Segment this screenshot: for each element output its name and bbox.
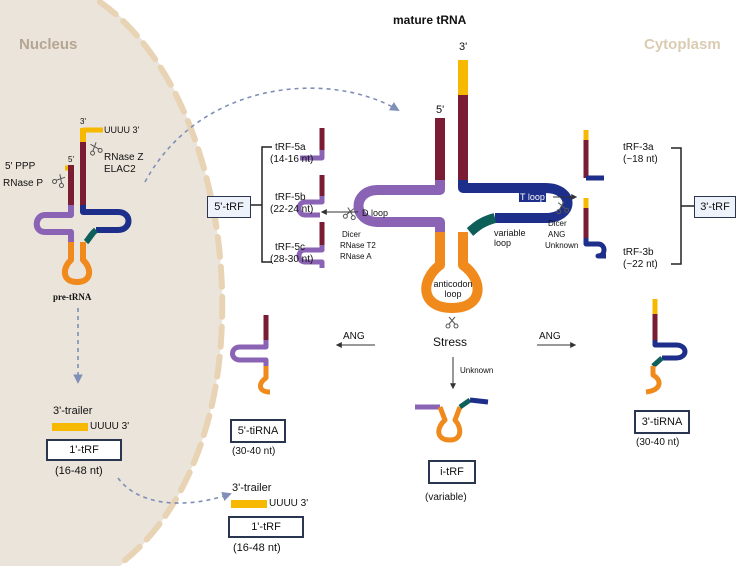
mature-trna-title: mature tRNA: [393, 13, 467, 27]
stress-label: Stress: [433, 335, 468, 349]
trf-5a-fragment: [300, 128, 325, 161]
cyto-trailer-seq: UUUU 3': [269, 498, 309, 509]
tirna5-box: 5'-tiRNA: [230, 419, 286, 443]
three-trf-enzyme-2: ANG: [548, 230, 566, 239]
itrf-length: (variable): [425, 492, 467, 503]
itrf-enzyme: Unknown: [460, 366, 494, 375]
pre-trna-title: pre-tRNA: [53, 292, 92, 302]
scissors-icon-rnase-z: [90, 142, 103, 156]
five-trf-enzyme-3: RNase A: [340, 252, 372, 261]
tirna-5-fragment: [230, 315, 271, 395]
scissors-icon-anticodon: [445, 316, 459, 329]
five-trf-enzyme-1: Dicer: [342, 230, 361, 239]
trailer-bar-cytoplasm: [231, 500, 267, 508]
mature-three-prime: 3': [459, 41, 468, 53]
trailer-bar-nucleus: [52, 423, 88, 431]
rnase-z-label: RNase Z: [104, 152, 144, 163]
pre-trna-five-prime: 5': [68, 155, 74, 164]
itrf-box: i-tRF: [428, 460, 476, 484]
cyto-1trf-length: (16-48 nt): [233, 542, 281, 554]
pre-trna-structure: [33, 127, 132, 285]
cyto-trailer-label: 3'-trailer: [232, 482, 272, 494]
pre-trna-three-prime: 3': [80, 117, 86, 126]
trf-3a-len: (~18 nt): [623, 154, 658, 165]
trf-5b-fragment: [296, 175, 325, 218]
trf-5a-len: (14-16 nt): [270, 154, 314, 165]
trf-5c-name: tRF-5c: [275, 242, 305, 253]
nucleus-label: Nucleus: [19, 36, 78, 53]
mature-five-prime: 5': [436, 104, 445, 116]
tirna3-box: 3'-tiRNA: [634, 410, 690, 434]
scissors-icon-rnase-p: [52, 174, 66, 188]
five-trf-box: 5'-tRF: [207, 196, 251, 218]
t-loop-label: T loop: [519, 192, 546, 203]
elac2-label: ELAC2: [104, 164, 136, 175]
trf-3b-name: tRF-3b: [623, 247, 654, 258]
tirna5-enzyme: ANG: [343, 331, 365, 342]
trf-5b-len: (22-24 nt): [270, 204, 314, 215]
anticodon-loop-label: anticodon loop: [433, 279, 473, 300]
nuclear-envelope: [97, 0, 226, 566]
three-trf-enzyme-3: Unknown: [545, 241, 579, 250]
trf-3b-fragment: [583, 198, 607, 259]
five-trf-enzyme-2: RNase T2: [340, 241, 376, 250]
tirna3-enzyme: ANG: [539, 331, 561, 342]
dashed-arrow-to-cytoplasm: [144, 87, 400, 183]
scissors-icon-t-loop: [556, 201, 570, 215]
trf-5c-len: (28-30 nt): [270, 254, 314, 265]
trf-5c-fragment: [296, 222, 325, 268]
tirna5-length: (30-40 nt): [232, 446, 276, 457]
nucleus-1trf-length: (16-48 nt): [55, 465, 103, 477]
trf-5a-name: tRF-5a: [275, 142, 306, 153]
mature-trna-structure: [353, 60, 573, 313]
nucleus-trailer-seq: UUUU 3': [90, 421, 130, 432]
bracket-5trf: [250, 146, 272, 263]
five-ppp-label: 5' PPP: [5, 161, 36, 172]
nucleus-trailer-label: 3'-trailer: [53, 405, 93, 417]
itrf-fragment: [415, 397, 489, 443]
trf-3b-len: (~22 nt): [623, 259, 658, 270]
trf-5b-name: tRF-5b: [275, 192, 306, 203]
trf-3a-fragment: [583, 130, 604, 181]
tirna-3-fragment: [645, 299, 688, 395]
pre-trna-trailer-seq: UUUU 3': [104, 125, 140, 135]
nucleus-1trf-box: 1'-tRF: [46, 439, 122, 461]
variable-loop-label: variable loop: [494, 228, 526, 249]
rnase-p-label: RNase P: [3, 178, 44, 189]
tirna3-length: (30-40 nt): [636, 437, 680, 448]
cyto-1trf-box: 1'-tRF: [228, 516, 304, 538]
bracket-3trf: [671, 147, 694, 265]
three-trf-box: 3'-tRF: [694, 196, 736, 218]
d-loop-label: D loop: [362, 208, 389, 218]
cytoplasm-label: Cytoplasm: [644, 36, 721, 53]
three-trf-enzyme-1: Dicer: [548, 219, 567, 228]
trf-3a-name: tRF-3a: [623, 142, 654, 153]
dashed-arrow-export: [117, 477, 232, 504]
